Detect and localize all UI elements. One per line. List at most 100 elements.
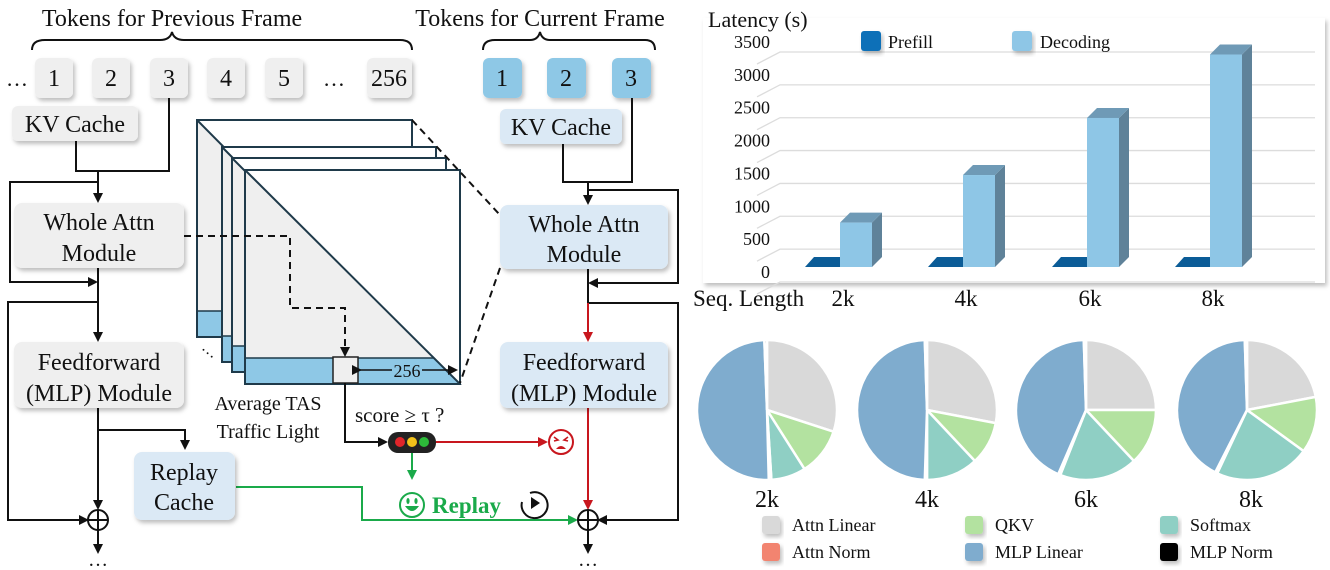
stack-dots: … (198, 339, 221, 362)
bar-prefill-2k (805, 257, 849, 267)
pie-8k: 8k (1175, 338, 1319, 513)
prev-token-1: 1 (35, 58, 73, 98)
pie-2k: 2k (695, 338, 839, 513)
tas-label-line1: Average TAS (214, 393, 321, 415)
gridline (756, 281, 1315, 295)
legend-label: MLP Norm (1190, 542, 1273, 562)
tas-label-line2: Traffic Light (217, 421, 320, 443)
width-label-bg (392, 360, 422, 380)
module-label: (MLP) Module (26, 381, 172, 407)
pie-4k: 4k (855, 338, 999, 513)
traffic-light-icon (388, 432, 436, 453)
pie-slice-mlp-norm (923, 338, 929, 411)
pie-slice-attn-linear (1084, 338, 1158, 412)
pie-slice-mlp-linear (1014, 338, 1088, 476)
pie-slice-attn-linear (1245, 338, 1318, 412)
bar-decoding-4k (963, 165, 1005, 267)
replay-path (236, 452, 578, 525)
pie-slice-mlp-norm (1243, 338, 1249, 411)
bar-decoding-6k (1087, 107, 1129, 267)
legend-label: Attn Norm (792, 542, 871, 562)
y-tick-label: 0 (761, 262, 770, 282)
kv-cache-label: KV Cache (511, 115, 611, 141)
add-node-right (577, 509, 599, 531)
module-label: Feedforward (523, 350, 646, 376)
module-label: Replay (150, 460, 218, 486)
y-tick-label: 500 (743, 229, 770, 249)
prev-token-256: 256 (367, 58, 412, 98)
module-label: Whole Attn (43, 210, 154, 236)
prev-token-4: 4 (207, 58, 245, 98)
bar-prefill-6k (1052, 257, 1096, 267)
right-connectors (562, 98, 679, 525)
legend-label: QKV (995, 515, 1034, 535)
pie-charts: 2k 4k 6k 8k (695, 338, 1319, 513)
kv-cache-label: KV Cache (25, 112, 125, 138)
replay-icon (520, 491, 549, 520)
legend-label: MLP Linear (995, 542, 1083, 562)
pie-label: 6k (1074, 487, 1098, 513)
token-label: 4 (220, 66, 232, 92)
gridline (756, 51, 1315, 65)
module-label: Module (547, 242, 622, 268)
ffn-module-prev: Feedforward(MLP) Module (14, 342, 184, 408)
pie-slice-softmax (1058, 407, 1136, 482)
x-tick-label: 8k (1202, 286, 1226, 311)
gridline (756, 182, 1315, 197)
attention-matrix-plane (244, 169, 462, 385)
pie-slice-mlp-linear (1175, 338, 1249, 475)
module-label: (MLP) Module (511, 381, 657, 407)
kv-cache-prev: KV Cache (12, 106, 138, 141)
legend-prefill: Prefill (861, 31, 933, 52)
pie-6k: 6k (1014, 338, 1158, 513)
score-condition: score ≥ τ ? (355, 403, 444, 427)
pie-slice-mlp-norm (1082, 338, 1088, 411)
pie-legend-attn-norm: Attn Norm (762, 542, 871, 562)
tas-cell (332, 356, 359, 384)
y-tick-label: 1000 (734, 196, 770, 216)
bar-prefill-8k (1175, 257, 1219, 267)
happy-face-icon (399, 492, 425, 518)
matrix-width-label: 256 (394, 361, 421, 381)
pie-slice-mlp-linear (695, 338, 771, 482)
token-label: 2 (105, 66, 117, 92)
replay-label: Replay (432, 493, 502, 518)
ellipsis-bottom-left: … (88, 549, 108, 570)
legend-label: Softmax (1190, 515, 1251, 535)
bar-prefill-4k (928, 257, 972, 267)
gridline (756, 248, 1315, 262)
gridline (756, 117, 1315, 131)
prev-frame-title: Tokens for Previous Frame (42, 6, 302, 32)
legend-label: Attn Linear (792, 515, 875, 535)
pie-slice-attn-linear (765, 338, 839, 434)
ffn-module-curr: Feedforward (MLP) Module (500, 342, 668, 408)
module-label: Module (62, 241, 137, 267)
legend-label: Prefill (888, 32, 933, 52)
token-label: 5 (278, 66, 290, 92)
ellipsis-bottom-right: … (578, 549, 598, 570)
module-label: Cache (154, 490, 214, 516)
token-label: 256 (371, 66, 407, 92)
prev-ellipsis-mid: … (323, 66, 345, 91)
prev-frame-brace (31, 31, 413, 51)
curr-frame-title: Tokens for Current Frame (415, 6, 665, 32)
curr-token-1: 1 (483, 58, 522, 98)
bar-decoding-2k (840, 212, 882, 267)
legend-decoding: Decoding (1012, 31, 1110, 52)
curr-token-2: 2 (547, 58, 586, 98)
y-tick-label: 2500 (734, 98, 770, 118)
x-tick-label: 2k (832, 286, 856, 311)
pie-slice-mlp-norm (763, 338, 769, 411)
pie-label: 4k (915, 487, 939, 513)
x-tick-label: 6k (1079, 286, 1103, 311)
pie-label: 2k (755, 487, 779, 513)
add-node-left (87, 509, 109, 531)
kv-cache-curr: KV Cache (500, 109, 622, 144)
zoom-lines (411, 119, 501, 384)
pie-label: 8k (1239, 487, 1263, 513)
prev-ellipsis-left: … (6, 66, 28, 91)
